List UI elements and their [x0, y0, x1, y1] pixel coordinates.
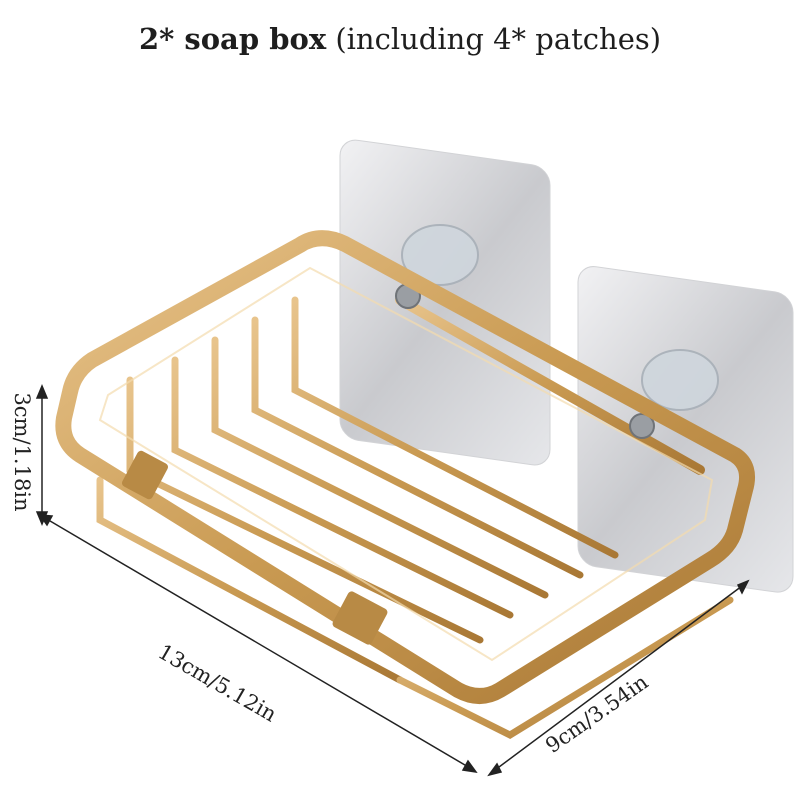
top-rim-inner — [98, 266, 714, 662]
dimension-height-label: 3cm/1.18in — [10, 392, 34, 512]
rim-clip-2 — [332, 591, 388, 645]
screw-2 — [629, 413, 655, 439]
title-bold: 2* soap box — [138, 22, 327, 56]
top-rim — [55, 230, 755, 704]
dimension-lines — [35, 384, 750, 777]
title-rest: (including 4* patches) — [335, 22, 662, 56]
patch-hook-1 — [401, 224, 479, 286]
rim-clip-1 — [122, 450, 168, 500]
rear-rail — [395, 295, 705, 475]
page-title: 2* soap box (including 4* patches) — [0, 22, 800, 56]
patch-hook-2 — [641, 349, 719, 411]
